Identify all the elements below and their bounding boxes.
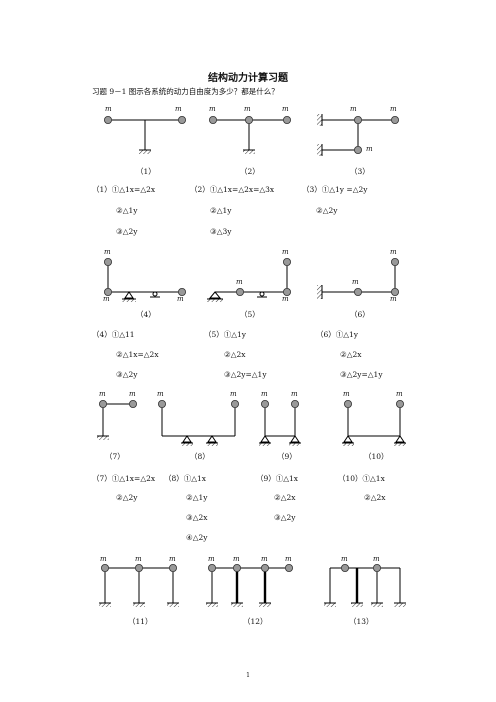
diagram-8 <box>161 404 236 446</box>
diagram-4 <box>107 262 182 302</box>
diagram-5 <box>207 262 288 302</box>
diagram-13 <box>324 567 406 607</box>
diagram-2 <box>213 119 287 154</box>
diagram-12 <box>206 567 289 607</box>
mass-nodes <box>99 116 404 573</box>
diagram-9 <box>259 404 301 446</box>
diagram-10 <box>342 404 406 446</box>
question-text: 习题 9－1 图示各系统的动力自由度为多少？都是什么？ <box>92 87 279 96</box>
page-number: 1 <box>246 672 250 679</box>
diagram-7 <box>97 403 133 440</box>
diagram-1 <box>108 119 182 154</box>
document-title: 结构动力计算习题 <box>208 73 288 84</box>
diagram-11 <box>99 567 179 607</box>
